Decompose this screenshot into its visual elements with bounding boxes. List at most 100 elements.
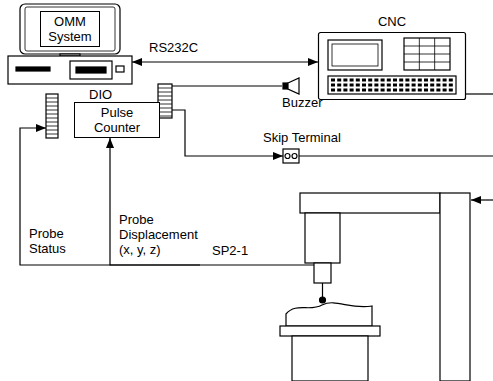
connector-pin	[158, 104, 172, 105]
key	[337, 89, 341, 92]
device-label: CNC	[378, 14, 406, 29]
key	[337, 84, 341, 87]
key	[331, 89, 335, 92]
key	[362, 89, 366, 92]
key	[393, 79, 397, 82]
key	[350, 84, 354, 87]
connector-pin	[158, 100, 172, 101]
key	[449, 84, 453, 87]
key	[424, 84, 428, 87]
cnc-screen	[328, 40, 382, 70]
key	[399, 84, 403, 87]
connector-pin	[46, 130, 58, 131]
key	[424, 89, 428, 92]
connector-pin	[158, 112, 172, 113]
keypad-grid	[404, 62, 450, 63]
connector-pin	[46, 110, 58, 111]
key	[356, 79, 360, 82]
key	[412, 79, 416, 82]
terminal-block	[283, 149, 299, 163]
key	[331, 79, 335, 82]
connector-pin	[158, 108, 172, 109]
key	[381, 79, 385, 82]
key	[418, 84, 422, 87]
cnc-housing	[319, 33, 466, 100]
key	[443, 89, 447, 92]
key	[368, 79, 372, 82]
key	[418, 89, 422, 92]
connector-pin	[158, 92, 172, 93]
key	[381, 89, 385, 92]
connector-pin	[46, 102, 58, 103]
key	[368, 89, 372, 92]
key	[412, 84, 416, 87]
buzzer-cone	[288, 78, 299, 94]
skip-wire	[299, 155, 493, 156]
key	[374, 84, 378, 87]
key	[368, 84, 372, 87]
probe-tip	[320, 297, 326, 303]
terminal-symbol: Skip Terminal	[283, 148, 299, 164]
key	[430, 89, 434, 92]
node-outline	[283, 148, 299, 164]
connector-pin	[46, 134, 58, 135]
key	[399, 89, 403, 92]
key	[430, 84, 434, 87]
key	[350, 89, 354, 92]
buzzer-symbol: Buzzer	[282, 78, 300, 94]
key	[405, 89, 409, 92]
terminal-screw	[285, 154, 290, 159]
key	[374, 89, 378, 92]
keypad-grid	[404, 54, 450, 55]
computer-base	[8, 56, 132, 84]
machine-table	[280, 326, 380, 336]
key	[405, 79, 409, 82]
signal-label: Probe Displacement (x, y, z)	[118, 212, 210, 257]
connector-pin	[46, 126, 58, 127]
key	[362, 84, 366, 87]
terminal-screw	[292, 154, 297, 159]
key	[436, 79, 440, 82]
key	[343, 84, 347, 87]
signal-label: Probe Status	[28, 226, 76, 256]
drive-slot	[76, 67, 106, 73]
key	[405, 84, 409, 87]
probe-cable	[200, 264, 314, 265]
key	[387, 79, 391, 82]
connector-pin	[46, 122, 58, 123]
key	[412, 89, 416, 92]
key	[393, 84, 397, 87]
key	[343, 89, 347, 92]
key	[362, 79, 366, 82]
machine-column	[440, 193, 470, 381]
key	[337, 79, 341, 82]
drive-bay	[70, 61, 112, 79]
node-outline	[318, 32, 466, 100]
key	[356, 89, 360, 92]
key	[430, 79, 434, 82]
computer: OMM System	[8, 4, 132, 84]
cnc-controller: CNC	[318, 32, 466, 100]
connector-pin	[46, 98, 58, 99]
dio-connector	[158, 84, 172, 118]
cnc-screen-inner	[332, 44, 378, 66]
machine-input-wire	[471, 199, 493, 200]
workpiece	[286, 303, 372, 326]
machine-bed	[292, 336, 368, 381]
key	[356, 84, 360, 87]
buzzer-body	[283, 83, 288, 89]
keypad-grid	[404, 46, 450, 47]
connector-pin	[158, 88, 172, 89]
key	[443, 79, 447, 82]
key	[449, 89, 453, 92]
probe-stylus	[322, 283, 323, 298]
key	[381, 84, 385, 87]
device-label: Skip Terminal	[263, 130, 341, 145]
key	[399, 79, 403, 82]
screen-box: OMM System	[40, 11, 100, 47]
node-outline	[282, 78, 300, 94]
key	[393, 89, 397, 92]
